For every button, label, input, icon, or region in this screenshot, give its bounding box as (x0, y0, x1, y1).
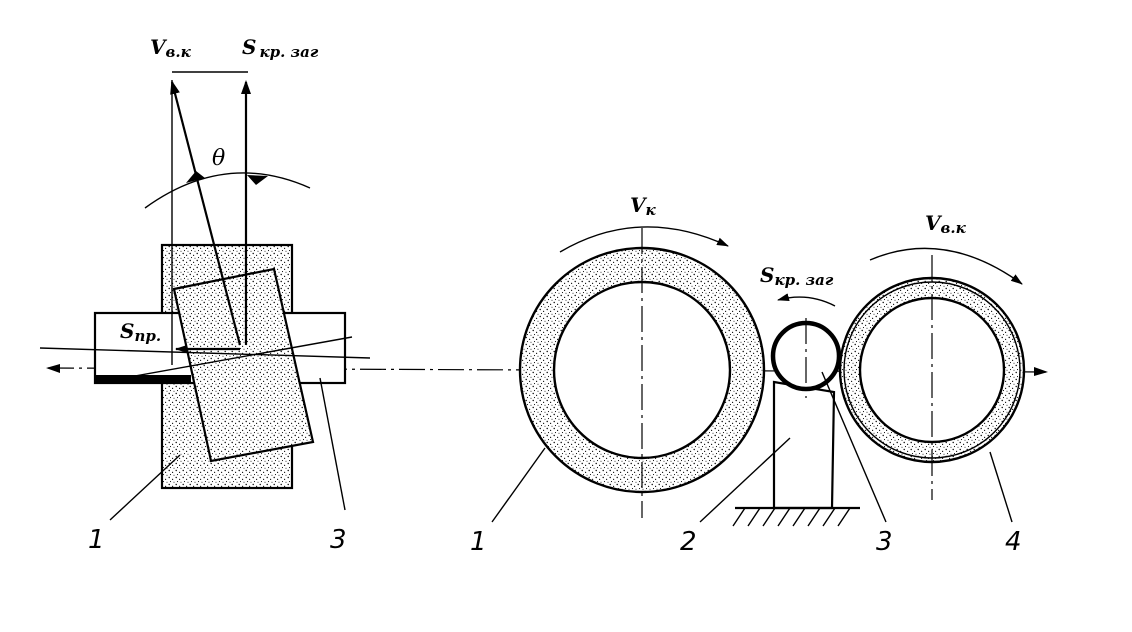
axis-right-arrow (1034, 367, 1048, 376)
theta-arc (144, 172, 311, 209)
callout-right-4: 4 (1005, 527, 1022, 557)
callout-left-1: 1 (88, 525, 105, 555)
axis-left-arrow (46, 364, 60, 373)
label-s-pr: Sпр. (120, 319, 161, 345)
leader-left-1 (109, 454, 181, 521)
callout-right-3: 3 (876, 527, 893, 557)
label-v-k: Vк (630, 193, 657, 219)
feed-horizontal-line (39, 347, 371, 359)
right-view: Vк Sкр. заг Vв.к 1 2 3 4 (470, 193, 1026, 557)
leader-right-3 (821, 371, 887, 523)
label-v-bk-left: Vв.к (150, 35, 192, 61)
arrow-v-bk (869, 247, 1023, 285)
arrow-v-k (559, 226, 729, 253)
leader-left-3 (319, 377, 346, 511)
callout-right-2: 2 (680, 527, 697, 557)
regulating-wheel-3-side (172, 267, 315, 463)
callout-left-3: 3 (330, 525, 347, 555)
arrow-s-kr-zag (777, 293, 836, 307)
theta-arrow-right (247, 175, 268, 185)
vector-v-bk (170, 80, 242, 346)
feed-tilt-line (95, 336, 353, 384)
theta-label: θ (212, 146, 225, 171)
workpiece-shaft-shadow (95, 375, 191, 383)
label-s-kr-zag-right: Sкр. заг (760, 263, 834, 289)
leader-right-1 (491, 447, 546, 523)
label-v-bk-right: Vв.к (925, 211, 967, 237)
callout-right-1: 1 (470, 527, 487, 557)
theta-arrow-left (186, 171, 205, 183)
leader-right-2 (699, 437, 791, 523)
leader-right-4 (989, 451, 1013, 523)
support-hatching (732, 507, 851, 527)
